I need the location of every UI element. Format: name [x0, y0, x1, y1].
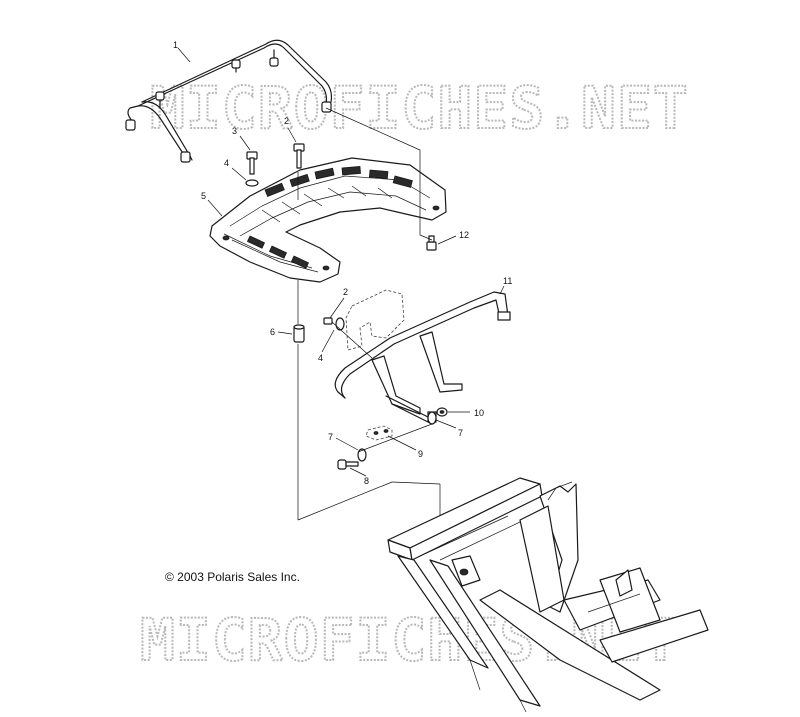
- callout-4-top: 4: [224, 158, 229, 168]
- callout-1: 1: [173, 40, 178, 50]
- callout-5: 5: [201, 191, 206, 201]
- part-12-nut: [426, 235, 437, 251]
- part-4-washer-mid: [335, 317, 345, 331]
- part-2-bolt-mid: [323, 317, 333, 325]
- bracket-outline-dashed: [345, 289, 405, 351]
- part-9-plate: [365, 425, 393, 441]
- callout-11: 11: [503, 276, 512, 286]
- watermark-top: MICROFICHES.NET: [150, 74, 689, 142]
- vehicle-frame: [387, 477, 709, 713]
- part-3-bolt: [246, 151, 258, 175]
- leader-lines: [177, 47, 505, 477]
- part-7-washer-right: [427, 411, 437, 425]
- callout-2-top: 2: [284, 116, 289, 126]
- part-8-bolt: [337, 459, 359, 470]
- callout-4-mid: 4: [318, 353, 323, 363]
- part-6-spacer: [293, 324, 305, 343]
- callout-9: 9: [418, 449, 423, 459]
- callout-12: 12: [459, 230, 469, 240]
- assembly-reference-lines: [297, 107, 441, 540]
- callout-8: 8: [364, 476, 369, 486]
- part-1-rack-rail: [125, 39, 333, 163]
- part-4-washer-top: [245, 179, 259, 187]
- part-10-nut: [436, 407, 448, 417]
- callout-7-left: 7: [328, 432, 333, 442]
- callout-10: 10: [474, 408, 484, 418]
- part-11-rack-support: [334, 291, 511, 425]
- callout-6: 6: [270, 327, 275, 337]
- part-5-rack-platform: [209, 157, 447, 283]
- callout-7-right: 7: [458, 428, 463, 438]
- copyright-notice: © 2003 Polaris Sales Inc.: [165, 570, 300, 584]
- callout-labels: 1 2 3 4 5 12 6 2 4 11 10 7 7 9 8: [173, 40, 512, 486]
- callout-3: 3: [232, 126, 237, 136]
- callout-2-mid: 2: [343, 287, 348, 297]
- part-2-bolt-top: [293, 143, 305, 169]
- part-7-washer-left: [357, 448, 367, 462]
